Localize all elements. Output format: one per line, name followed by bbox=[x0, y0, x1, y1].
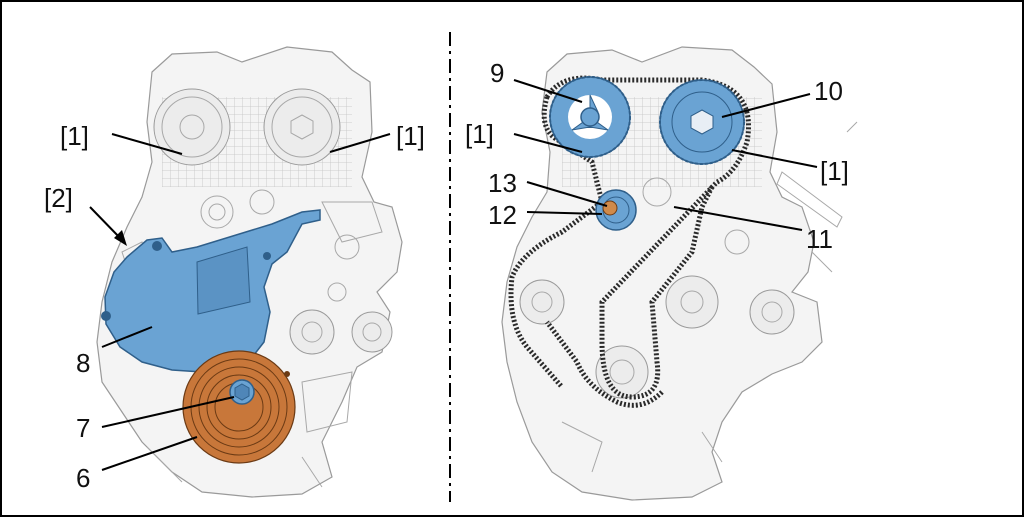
right-engine-view bbox=[501, 46, 858, 501]
callout-ref2: [2] bbox=[44, 183, 73, 213]
callout-ref1-right-panel-right: [1] bbox=[820, 156, 849, 186]
callout-11: 11 bbox=[806, 224, 833, 254]
belt-tensioner bbox=[595, 189, 637, 231]
callout-9: 9 bbox=[490, 58, 504, 88]
intake-camshaft-sprocket bbox=[659, 79, 745, 165]
crankshaft-pulley bbox=[182, 350, 296, 464]
exhaust-camshaft-sprocket bbox=[549, 76, 631, 158]
callout-10: 10 bbox=[814, 76, 843, 106]
left-cam-sprocket-exhaust bbox=[153, 88, 231, 166]
left-cam-sprocket-intake bbox=[263, 88, 341, 166]
callout-labels: [1] [1] [2] 8 7 6 9 10 [1] [1] 13 12 11 bbox=[44, 58, 849, 493]
callout-7: 7 bbox=[76, 413, 90, 443]
callout-8: 8 bbox=[76, 348, 90, 378]
callout-6: 6 bbox=[76, 463, 90, 493]
callout-12: 12 bbox=[488, 200, 517, 230]
callout-ref1-left: [1] bbox=[60, 121, 89, 151]
callout-ref1-left-panel-right: [1] bbox=[396, 121, 425, 151]
callout-13: 13 bbox=[488, 168, 517, 198]
callout-ref1-right-panel-left: [1] bbox=[465, 119, 494, 149]
leader-lines bbox=[89, 79, 818, 471]
left-engine-view bbox=[96, 46, 403, 498]
